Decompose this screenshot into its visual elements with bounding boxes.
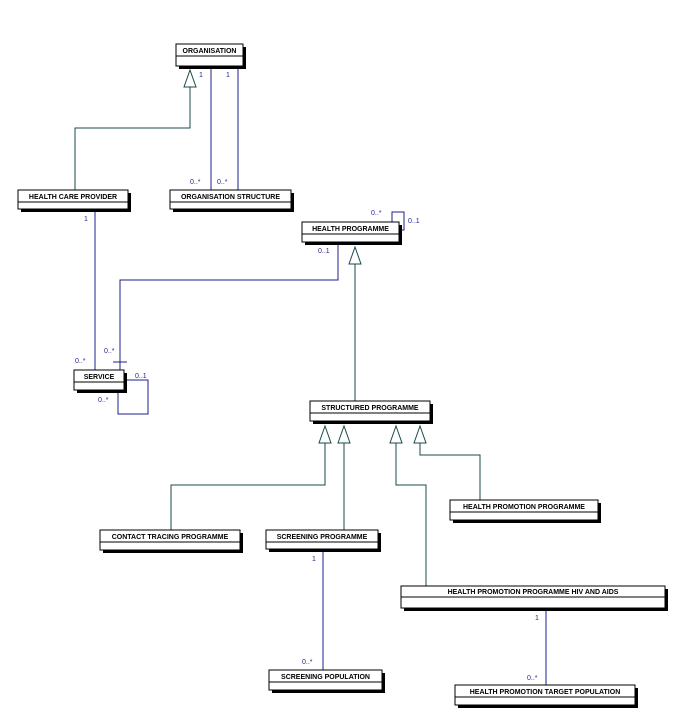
class-health-programme[interactable]: HEALTH PROGRAMME xyxy=(301,221,402,245)
mult-org-struct-a-bottom: 0..* xyxy=(190,179,201,186)
mult-service-self-b: 0..* xyxy=(98,397,109,404)
class-screening-population[interactable]: SCREENING POPULATION xyxy=(268,669,385,693)
gen-triangle-healthprogramme xyxy=(348,245,362,265)
class-contact-tracing-programme-label: CONTACT TRACING PROGRAMME xyxy=(112,534,229,541)
class-health-promotion-programme[interactable]: HEALTH PROMOTION PROGRAMME xyxy=(449,499,601,523)
generalizations xyxy=(74,68,481,586)
assoc-programme-service[interactable] xyxy=(119,243,339,370)
mult-hp-self-b: 0..1 xyxy=(408,218,420,225)
gen-contact-structured[interactable] xyxy=(170,443,326,530)
mult-hp-service-bottom: 0..* xyxy=(104,348,115,355)
class-health-promotion-target-population[interactable]: HEALTH PROMOTION TARGET POPULATION xyxy=(454,684,638,708)
mult-hp-self-a: 0..* xyxy=(371,210,382,217)
mult-hiv-target-top: 1 xyxy=(535,615,539,622)
mult-org-struct-a-top: 1 xyxy=(199,72,203,79)
class-health-care-provider[interactable]: HEALTH CARE PROVIDER xyxy=(17,189,131,212)
class-organisation-structure[interactable]: ORGANISATION STRUCTURE xyxy=(169,189,294,212)
gen-hiv-structured[interactable] xyxy=(395,443,427,586)
class-screening-programme-label: SCREENING PROGRAMME xyxy=(277,534,368,541)
assoc-programme-self[interactable] xyxy=(391,211,405,231)
gen-provider-organisation[interactable] xyxy=(74,87,191,190)
gen-promotion-structured[interactable] xyxy=(419,443,481,500)
mult-org-struct-b-bottom: 0..* xyxy=(217,179,228,186)
mult-screening-bottom: 0..* xyxy=(302,659,313,666)
mult-hp-service-top: 0..1 xyxy=(318,248,330,255)
class-service-label: SERVICE xyxy=(84,374,115,381)
class-health-programme-label: HEALTH PROGRAMME xyxy=(312,226,389,233)
class-screening-programme[interactable]: SCREENING PROGRAMME xyxy=(265,529,381,552)
mult-provider-service-top: 1 xyxy=(84,216,88,223)
mult-screening-top: 1 xyxy=(312,556,316,563)
class-structured-programme-label: STRUCTURED PROGRAMME xyxy=(321,405,419,412)
gen-triangle-structured-d xyxy=(413,424,427,444)
assoc-service-self[interactable] xyxy=(117,379,149,415)
class-health-promotion-programme-label: HEALTH PROMOTION PROGRAMME xyxy=(463,504,585,511)
class-screening-population-label: SCREENING POPULATION xyxy=(281,674,370,681)
gen-triangle-structured-a xyxy=(318,424,332,444)
class-service[interactable]: SERVICE xyxy=(73,369,127,393)
class-organisation-label: ORGANISATION xyxy=(183,48,237,55)
associations xyxy=(94,68,547,685)
class-structured-programme[interactable]: STRUCTURED PROGRAMME xyxy=(309,400,433,424)
mult-hiv-target-bottom: 0..* xyxy=(527,675,538,682)
mult-service-self-a: 0..1 xyxy=(135,373,147,380)
class-health-promotion-programme-hiv[interactable]: HEALTH PROMOTION PROGRAMME HIV AND AIDS xyxy=(400,585,668,611)
mult-org-struct-b-top: 1 xyxy=(226,72,230,79)
gen-triangle-structured-c xyxy=(389,424,403,444)
class-health-promotion-programme-hiv-label: HEALTH PROMOTION PROGRAMME HIV AND AIDS xyxy=(448,589,619,596)
class-organisation[interactable]: ORGANISATION xyxy=(175,43,246,69)
class-health-promotion-target-population-label: HEALTH PROMOTION TARGET POPULATION xyxy=(470,689,621,696)
class-contact-tracing-programme[interactable]: CONTACT TRACING PROGRAMME xyxy=(99,529,243,553)
gen-triangle-structured-b xyxy=(337,424,351,444)
class-health-care-provider-label: HEALTH CARE PROVIDER xyxy=(29,194,117,201)
mult-provider-service-bottom: 0..* xyxy=(75,358,86,365)
multiplicity-labels: 1 1 0..* 0..* 1 0..* 0..* 0..1 0..1 0..*… xyxy=(75,72,539,682)
gen-triangle-organisation xyxy=(183,68,197,88)
class-organisation-structure-label: ORGANISATION STRUCTURE xyxy=(181,194,280,201)
